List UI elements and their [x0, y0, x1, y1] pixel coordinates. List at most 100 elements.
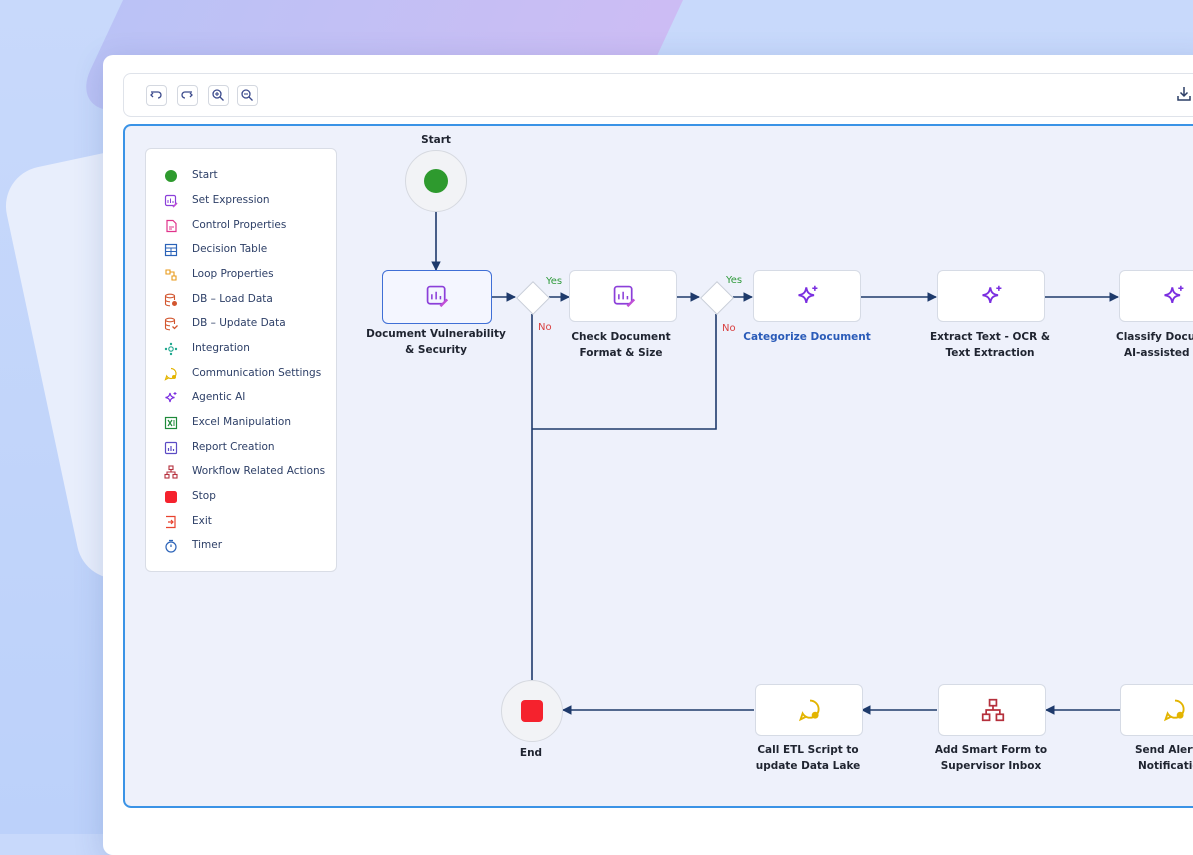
node-extract-text[interactable] [937, 270, 1045, 322]
yes-label: Yes [726, 275, 743, 286]
legend-panel: Start Set Expression Control Properties … [145, 148, 337, 572]
timer-icon [165, 539, 177, 553]
node-document-vulnerability[interactable] [382, 270, 492, 324]
zoom-in-button[interactable] [208, 85, 229, 106]
node-label-document-vulnerability: Document Vulnerability & Security [366, 326, 506, 358]
exit-icon [166, 515, 176, 529]
end-node[interactable] [501, 680, 563, 742]
legend-item-stop: Stop [164, 489, 334, 507]
workflow-icon [164, 465, 178, 479]
label-line: Send Alerts [1135, 744, 1193, 756]
label-line: Supervisor Inbox [940, 760, 1042, 772]
excel-icon [164, 416, 178, 430]
legend-item-report: Report Creation [164, 440, 334, 458]
label-line: & Security [405, 344, 467, 356]
legend-label: Set Expression [192, 194, 270, 206]
node-label-add-smart-form: Add Smart Form to Supervisor Inbox [921, 742, 1061, 774]
loop-properties-icon [165, 269, 177, 281]
undo-button[interactable] [146, 85, 167, 106]
node-label-check-document-format: Check Document Format & Size [556, 329, 686, 361]
label-line: AI-assisted A [1124, 347, 1193, 359]
report-icon [164, 441, 178, 455]
green-dot-icon [424, 169, 448, 193]
legend-label: Agentic AI [192, 391, 246, 403]
db-update-icon [164, 317, 178, 331]
legend-label: Timer [192, 539, 223, 551]
label-line: Check Document [571, 331, 671, 343]
communication-icon [164, 367, 177, 381]
stop-icon [165, 491, 177, 503]
zoom-out-button[interactable] [237, 85, 258, 106]
legend-item-control-properties: Control Properties [164, 218, 334, 236]
legend-label: Stop [192, 490, 216, 502]
start-node[interactable] [405, 150, 467, 212]
redo-button[interactable] [177, 85, 198, 106]
set-expression-icon [613, 285, 636, 308]
legend-label: Communication Settings [192, 367, 322, 379]
legend-item-decision-table: Decision Table [164, 242, 334, 260]
download-icon[interactable] [1176, 86, 1192, 102]
node-call-etl-script[interactable] [755, 684, 863, 736]
legend-label: Start [192, 169, 218, 181]
legend-label: Workflow Related Actions [192, 465, 326, 477]
legend-label: Loop Properties [192, 268, 274, 280]
green-dot-icon [165, 170, 177, 182]
workflow-icon [981, 698, 1005, 722]
undo-icon [150, 91, 162, 99]
legend-item-timer: Timer [164, 538, 334, 556]
communication-icon [798, 699, 820, 722]
legend-item-workflow: Workflow Related Actions [164, 464, 334, 482]
no-label: No [722, 323, 736, 334]
agentic-ai-icon [982, 285, 1002, 304]
toolbar [123, 73, 1193, 117]
yes-label: Yes [546, 276, 563, 287]
legend-item-integration: Integration [164, 341, 334, 359]
node-label-send-alerts: Send Alerts Notificatio [1135, 742, 1193, 774]
label-line: Notificatio [1138, 760, 1193, 772]
label-line: Text Extraction [945, 347, 1035, 359]
agentic-ai-icon [798, 285, 818, 304]
legend-item-start: Start [164, 168, 334, 186]
set-expression-icon [164, 194, 178, 208]
label-line: Document Vulnerability [366, 328, 506, 340]
legend-item-communication: Communication Settings [164, 366, 334, 384]
legend-item-set-expression: Set Expression [164, 193, 334, 211]
connector-decision2-no [532, 314, 717, 430]
legend-label: Control Properties [192, 219, 287, 231]
node-add-smart-form[interactable] [938, 684, 1046, 736]
label-line: update Data Lake [755, 760, 861, 772]
legend-label: Exit [192, 515, 212, 527]
node-categorize-document[interactable] [753, 270, 861, 322]
control-properties-icon [166, 219, 177, 233]
zoom-out-icon [241, 89, 253, 101]
node-classify-document[interactable] [1119, 270, 1193, 322]
connector-lines [431, 210, 1120, 715]
node-label-call-etl-script: Call ETL Script to update Data Lake [738, 742, 878, 774]
node-label-categorize-document: Categorize Document [743, 331, 871, 343]
agentic-ai-icon [1164, 285, 1184, 304]
start-label: Start [421, 134, 451, 146]
legend-label: Excel Manipulation [192, 416, 292, 428]
label-line: Format & Size [579, 347, 663, 359]
no-label: No [538, 322, 552, 333]
integration-icon [164, 342, 178, 356]
legend-item-db-update: DB – Update Data [164, 316, 334, 334]
legend-item-exit: Exit [164, 514, 334, 532]
legend-label: Report Creation [192, 441, 275, 453]
legend-label: Decision Table [192, 243, 268, 255]
legend-item-loop-properties: Loop Properties [164, 267, 334, 285]
end-label: End [519, 747, 543, 759]
node-send-alerts[interactable] [1120, 684, 1193, 736]
stop-icon [521, 700, 543, 722]
label-line: Classify Docum [1116, 331, 1193, 343]
legend-label: DB – Update Data [192, 317, 286, 329]
db-load-icon [164, 293, 177, 307]
node-check-document-format[interactable] [569, 270, 677, 322]
agentic-ai-icon [165, 392, 177, 403]
legend-item-excel: Excel Manipulation [164, 415, 334, 433]
node-label-classify-document: Classify Docum AI-assisted A [1116, 329, 1193, 361]
legend-item-db-load: DB – Load Data [164, 292, 334, 310]
redo-icon [181, 91, 193, 99]
legend-label: Integration [192, 342, 250, 354]
communication-icon [1163, 699, 1185, 722]
